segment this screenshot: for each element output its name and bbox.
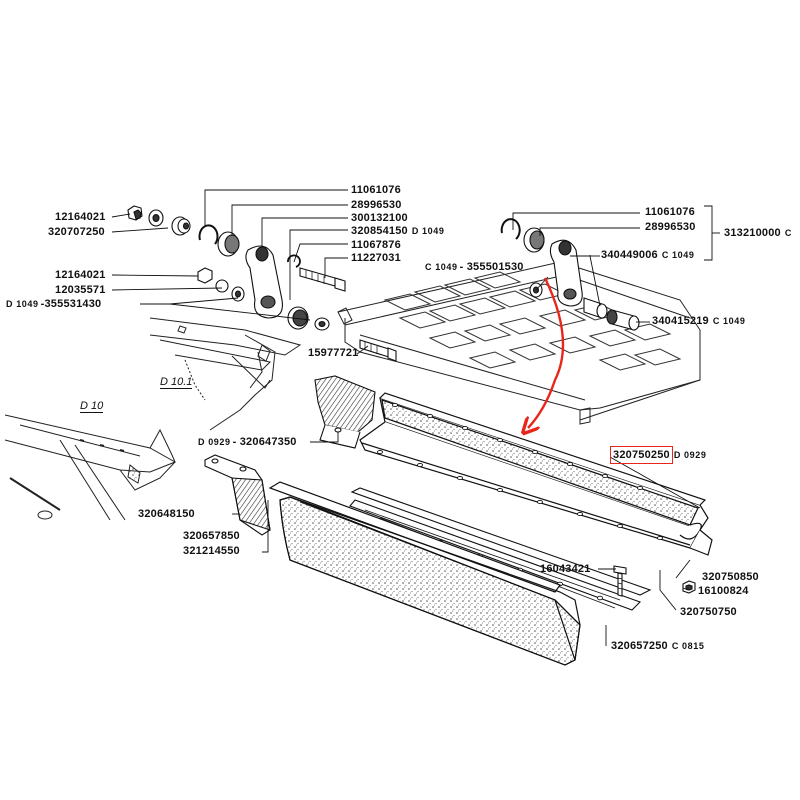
label-320750750: 320750750 <box>680 606 737 618</box>
guard-plate-320657850 <box>268 481 581 666</box>
label-355501530: C 1049- 355501530 <box>425 261 524 274</box>
label-340415219-num: 340415219 <box>652 315 709 327</box>
label-12164021-bottom: 12164021 <box>55 269 106 281</box>
label-320750250-num: 320750250 <box>610 446 673 464</box>
bracket-320648150 <box>204 454 271 536</box>
bracket-320647350 <box>314 375 376 449</box>
label-321214550: 321214550 <box>183 545 240 557</box>
label-313210000-num: 313210000 <box>724 227 781 239</box>
nut-16100824 <box>682 580 696 594</box>
label-320647350-ref: D 0929 <box>198 437 231 447</box>
label-15977721: 15977721 <box>308 347 359 359</box>
label-16100824: 16100824 <box>698 585 749 597</box>
right-crank-assembly <box>500 218 640 331</box>
knife-rail-320750250 <box>359 392 713 556</box>
label-12164021-top: 12164021 <box>55 211 106 223</box>
label-28996530-right: 28996530 <box>645 221 696 233</box>
label-320854150-num: 320854150 <box>351 225 408 237</box>
label-355531430-ref: D 1049 <box>6 299 39 309</box>
label-320648150: 320648150 <box>138 508 195 520</box>
label-320657850: 320657850 <box>183 530 240 542</box>
label-11061076-right: 11061076 <box>645 206 695 218</box>
label-320657250-ref: C 0815 <box>671 641 705 651</box>
leader-lines <box>111 189 720 646</box>
label-313210000-ref: C <box>784 228 792 238</box>
label-11227031: 11227031 <box>351 252 401 264</box>
knife-back-320750750 <box>349 487 652 611</box>
label-355531430: D 1049-355531430 <box>6 298 101 311</box>
section-ref-d10: D 10 <box>80 400 104 413</box>
label-340449006-ref: C 1049 <box>661 250 695 260</box>
label-28996530-left: 28996530 <box>351 199 402 211</box>
tine-frame <box>337 261 701 425</box>
label-320750850: 320750850 <box>702 571 759 583</box>
left-crank-assembly <box>127 205 397 362</box>
label-355501530-num: - 355501530 <box>459 261 524 273</box>
label-16043421: 16043421 <box>540 563 591 575</box>
label-12035571: 12035571 <box>55 284 106 296</box>
label-11061076-left: 11061076 <box>351 184 401 196</box>
label-355501530-ref: C 1049 <box>425 262 458 272</box>
label-320854150-ref: D 1049 <box>411 226 445 236</box>
label-320647350: D 0929- 320647350 <box>198 436 297 449</box>
label-320750250-ref: D 0929 <box>673 450 707 460</box>
red-pointer-arrow <box>528 277 565 428</box>
label-340415219-ref: C 1049 <box>712 316 746 326</box>
label-355531430-num: -355531430 <box>40 298 102 310</box>
label-11067876: 11067876 <box>351 239 401 251</box>
label-300132100: 300132100 <box>351 212 408 224</box>
label-320647350-num: - 320647350 <box>232 436 297 448</box>
section-ref-d10-1: D 10.1 <box>160 376 193 389</box>
label-320657250-num: 320657250 <box>611 640 668 652</box>
label-340449006-num: 340449006 <box>601 249 658 261</box>
cutter-bar-assembly <box>4 317 302 521</box>
label-320707250: 320707250 <box>48 226 105 238</box>
bolt-16043421 <box>613 565 627 597</box>
